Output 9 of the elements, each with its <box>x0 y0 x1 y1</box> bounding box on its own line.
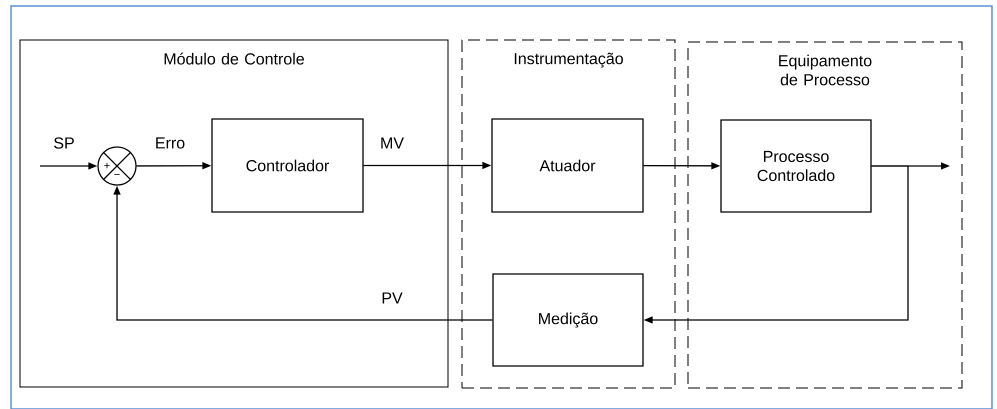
edge-label: PV <box>382 292 403 304</box>
edge-label: MV <box>381 138 404 148</box>
summing-junction: + − <box>97 146 137 186</box>
process-box: Processo Controlado <box>720 119 872 213</box>
process-box: Atuador <box>491 118 644 213</box>
process-box: Medição <box>492 273 644 367</box>
edge-label: Erro <box>156 137 184 149</box>
edge-label: SP <box>54 137 74 149</box>
process-box: Controlador <box>211 118 364 213</box>
